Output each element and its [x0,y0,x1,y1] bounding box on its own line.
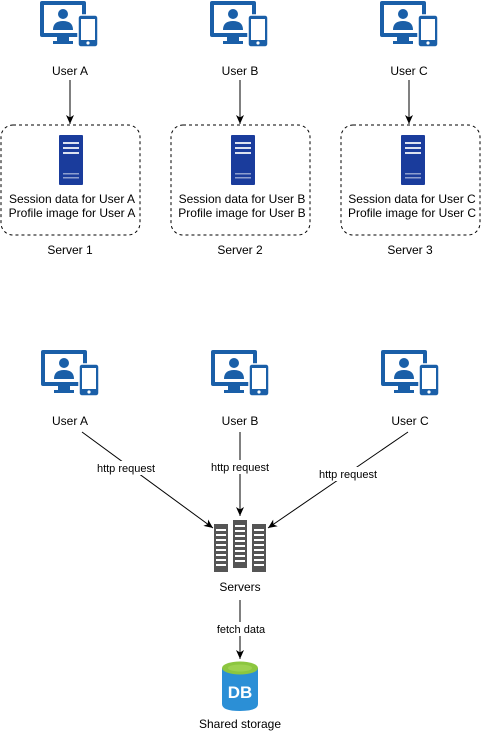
edge-label-bg [316,467,380,481]
edge-a-label: http request [97,463,155,475]
edge-c-label: http request [319,469,377,481]
server-tower-icon [231,135,255,185]
user-device-icon [380,349,440,397]
server-tower-icon [401,135,425,185]
server-tower-icon [59,135,83,185]
edge-label-bg [214,622,268,636]
user-device-icon [210,349,270,397]
servers-rack-group: Servers [214,520,266,594]
edge-label-bg [94,461,158,475]
edge-b-label: http request [211,462,269,474]
bottom-user-b: User B [210,349,270,428]
user-device-icon [39,0,99,48]
bottom-section: User A User B User C http request http r… [40,349,440,731]
fetch-data-label: fetch data [217,624,266,636]
server-2-session-text: Session data for User B [179,192,306,206]
top-section: User A User B User C Session data for Us… [0,0,481,257]
top-user-a-label: User A [52,64,88,78]
user-device-icon [209,0,269,48]
server-3-profile-text: Profile image for User C [348,206,476,220]
server-2-box [170,124,311,236]
edge-label-bg [208,460,272,474]
top-user-b-label: User B [222,64,259,78]
server-rack-icon [214,520,266,572]
bottom-user-b-label: User B [222,414,259,428]
server-3-box [340,124,481,236]
user-device-icon [379,0,439,48]
edge-user-a-to-servers [81,431,214,529]
shared-storage-label: Shared storage [199,717,281,731]
user-device-icon [40,349,100,397]
server-1-session-text: Session data for User A [9,192,135,206]
top-user-c: User C [379,0,439,78]
server-3-group: Session data for User C Profile image fo… [340,124,481,257]
shared-storage-group: DB Shared storage [199,661,281,731]
db-icon-text: DB [228,683,253,702]
bottom-user-a-label: User A [52,414,88,428]
server-1-profile-text: Profile image for User A [9,206,136,220]
top-user-c-label: User C [390,64,428,78]
server-3-session-text: Session data for User C [348,192,476,206]
server-2-group: Session data for User B Profile image fo… [170,124,311,257]
server-1-box [0,124,141,236]
bottom-user-a: User A [40,349,100,428]
server-2-label: Server 2 [217,243,263,257]
server-3-label: Server 3 [387,243,433,257]
top-user-a: User A [39,0,99,78]
servers-label: Servers [219,580,260,594]
server-2-profile-text: Profile image for User B [178,206,305,220]
database-icon: DB [222,661,258,711]
top-user-b: User B [209,0,269,78]
bottom-user-c-label: User C [391,414,429,428]
server-1-label: Server 1 [47,243,93,257]
server-1-group: Session data for User A Profile image fo… [0,124,141,257]
bottom-user-c: User C [380,349,440,428]
